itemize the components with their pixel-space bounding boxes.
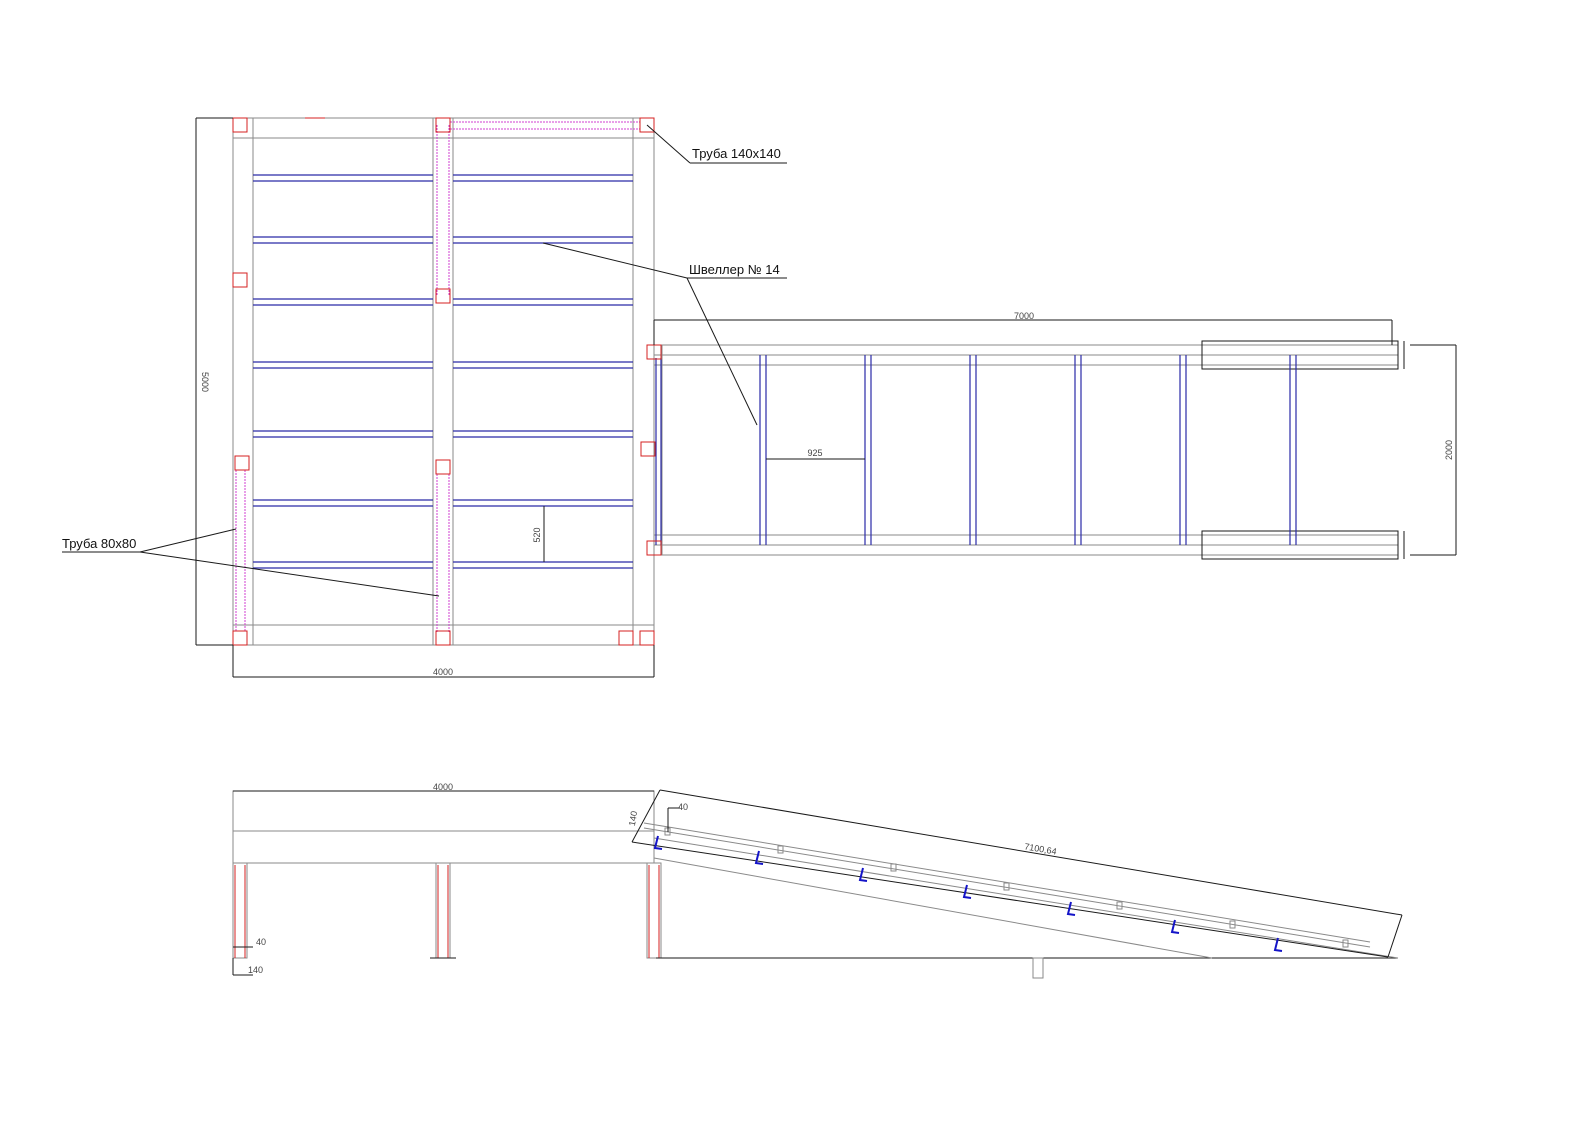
dim-post-size-text: 140 [248,965,263,975]
dim-ramp-length: 7000 [653,311,1393,345]
dim-ramp-width-text: 2000 [1444,440,1454,460]
slope-ramp [631,789,1403,959]
dim-ramp-length-text: 7000 [1014,311,1034,321]
dim-side-width-text: 4000 [433,782,453,792]
callout-pipe-140-text: Труба 140х140 [692,146,781,161]
plan-channel-beams [253,174,633,569]
platform-side-outline [232,790,655,864]
callout-channel-14-text: Швеллер № 14 [689,262,780,277]
dim-beam-spacing: 520 [532,506,545,562]
ramp-end-block-top [1201,340,1399,370]
plan-pipes-80 [235,121,640,632]
slope-channel-profiles [653,835,1283,952]
ramp-channel-beams [655,355,1297,545]
dim-post-details: 40 140 [232,937,266,976]
platform-outline [232,117,655,646]
side-elevation-view: 4000 40 140 [232,782,1403,979]
platform-plan-view: 5000 4000 520 [195,117,655,678]
plan-posts [232,117,655,646]
callout-channel-14: Швеллер № 14 [542,242,787,426]
dim-ramp-cap-text: 40 [678,802,688,812]
dim-ramp-head: 40 140 [627,802,688,832]
dim-plan-height: 5000 [195,117,233,646]
dim-ramp-beam-spacing-text: 925 [807,448,822,458]
callout-pipe-80-text: Труба 80х80 [62,536,136,551]
dim-beam-spacing-text: 520 [532,527,542,542]
ramp-support-foot [1032,957,1044,979]
ramp-plan-view: 7000 2000 925 [640,311,1457,560]
dim-ramp-width: 2000 [1410,344,1457,556]
dim-ramp-beam-spacing: 925 [766,448,865,460]
dim-post-cap-text: 40 [256,937,266,947]
dim-plan-height-text: 5000 [200,372,210,392]
dim-plan-width-text: 4000 [433,667,453,677]
dim-side-width: 4000 [233,782,654,792]
callout-pipe-80: Труба 80х80 [62,528,440,597]
side-legs [232,862,662,959]
ramp-end-block-bottom [1201,530,1399,560]
callout-pipe-140: Труба 140х140 [646,124,787,164]
dim-ramp-profile-text: 140 [627,810,639,827]
dim-plan-width: 4000 [232,645,655,678]
